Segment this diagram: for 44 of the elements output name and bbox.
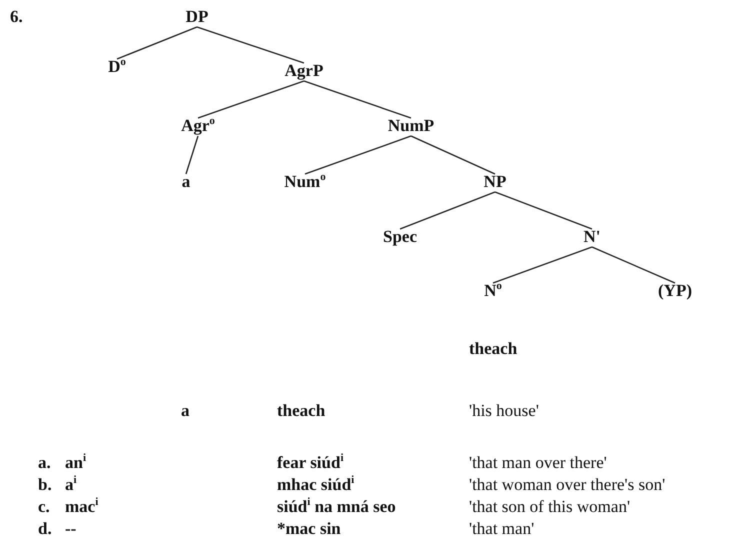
gloss-text: 'that man over there' — [469, 454, 607, 472]
branch-line — [116, 26, 198, 60]
example-text: -- — [65, 520, 76, 538]
example-text: a — [181, 402, 190, 420]
tree-node-label: N' — [584, 228, 600, 246]
tree-node-label: Num$^{o}$ — [284, 173, 326, 191]
example-text: c. — [38, 498, 50, 516]
tree-node-label: DP — [186, 8, 208, 26]
branch-line — [185, 136, 199, 174]
gloss-text: 'that man' — [469, 520, 534, 538]
branch-line — [592, 246, 676, 284]
tree-node-label: Spec — [383, 228, 417, 246]
branch-line — [196, 26, 304, 64]
branch-line — [492, 246, 592, 284]
example-text: siúd$^{i}$ na mná seo — [277, 498, 396, 516]
example-text: 6. — [10, 8, 23, 26]
tree-node-label: a — [182, 173, 190, 191]
tree-node-label: Agr$^{o}$ — [181, 117, 215, 135]
example-text: an$^{i}$ — [65, 454, 86, 472]
gloss-text: 'his house' — [469, 402, 539, 420]
example-text: mac$^{i}$ — [65, 498, 98, 516]
branch-line — [494, 191, 592, 230]
branch-line — [304, 135, 412, 175]
example-text: theach — [469, 340, 518, 358]
example-text: b. — [38, 476, 52, 494]
tree-node-label: N$^{o}$ — [484, 282, 502, 300]
branch-line — [198, 80, 304, 119]
example-text: a$^{i}$ — [65, 476, 77, 494]
tree-node-label: AgrP — [284, 62, 324, 80]
tree-node-label: (YP) — [658, 282, 692, 300]
example-text: *mac sin — [277, 520, 341, 538]
example-text: d. — [38, 520, 52, 538]
example-text: mhac siúd$^{i}$ — [277, 476, 354, 494]
gloss-text: 'that woman over there's son' — [469, 476, 666, 494]
tree-node-label: NP — [484, 173, 506, 191]
example-text: a. — [38, 454, 51, 472]
example-text: fear siúd$^{i}$ — [277, 454, 344, 472]
branch-line — [400, 191, 496, 230]
branch-line — [304, 80, 412, 119]
gloss-text: 'that son of this woman' — [469, 498, 630, 516]
example-text: theach — [277, 402, 326, 420]
tree-node-label: D$^{o}$ — [108, 58, 126, 76]
branch-line — [410, 135, 496, 175]
tree-node-label: NumP — [388, 117, 434, 135]
